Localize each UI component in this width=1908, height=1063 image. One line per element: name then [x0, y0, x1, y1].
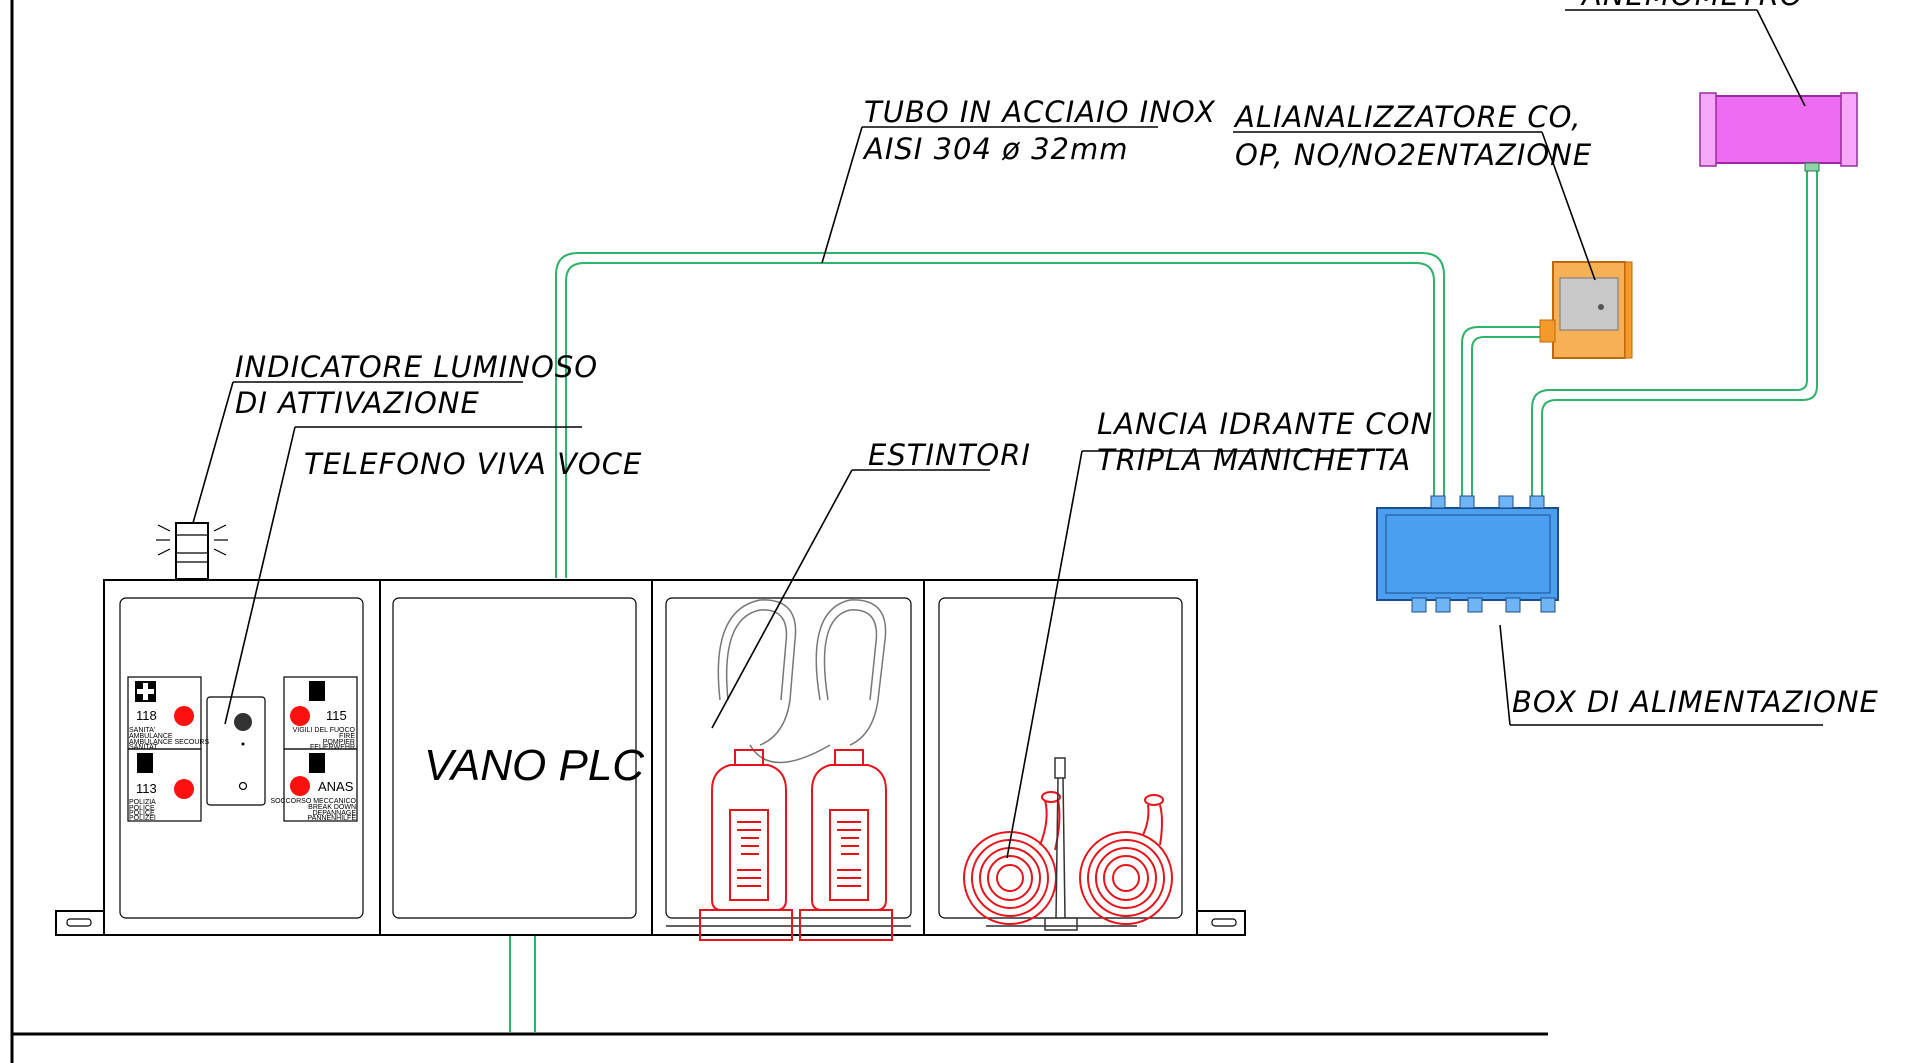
power-box — [1376, 495, 1559, 613]
button-113-number: 113 — [136, 781, 157, 796]
button-113-line: POLICE — [129, 810, 155, 817]
button-anas-line: SOCCORSO MECCANICO — [270, 798, 356, 805]
label-analizzatore-line2: OP, NO/NO2ENTAZIONE — [1235, 138, 1592, 172]
button-118-line: SANITA' — [129, 727, 155, 734]
extinguisher-right — [799, 749, 893, 941]
label-lancia-line2: TRIPLA MANICHETTA — [1097, 443, 1411, 477]
anemometer-device — [1699, 92, 1858, 172]
button-anas-line: PANNENHILFE — [308, 815, 357, 822]
emergency-call-panel: 118 SANITA' AMBULANCE AMBULANCE SECOURS … — [127, 676, 358, 822]
label-estintori: ESTINTORI — [868, 438, 1031, 472]
button-118-line: AMBULANCE — [129, 733, 173, 740]
label-analizzatore-line1: ALIANALIZZATORE CO, — [1233, 100, 1581, 134]
extinguisher-hoses — [717, 599, 887, 764]
button-anas-line: BREAK DOWN — [308, 804, 356, 811]
label-indicatore-line2: DI ATTIVAZIONE — [235, 386, 480, 420]
button-113-line: POLICE — [129, 805, 155, 812]
label-indicatore-line1: INDICATORE LUMINOSO — [235, 350, 598, 384]
button-118-number: 118 — [136, 708, 157, 723]
label-lancia-line1: LANCIA IDRANTE CON — [1097, 407, 1433, 441]
hose-reel-left — [963, 791, 1061, 925]
extinguisher-left — [699, 749, 793, 941]
label-box-alimentazione: BOX DI ALIMENTAZIONE — [1512, 685, 1879, 719]
button-anas-line: DEPANNAGE — [313, 810, 357, 817]
leader-lines — [192, 9, 1823, 859]
gas-analyzer-device — [1539, 261, 1633, 359]
label-telefono: TELEFONO VIVA VOCE — [304, 447, 642, 481]
label-tubo-line1: TUBO IN ACCIAIO INOX — [864, 95, 1216, 129]
hose-reel-right — [1079, 794, 1173, 925]
button-113-line: POLIZEI — [129, 815, 156, 822]
button-115-line: VIGILI DEL FUOCO — [293, 727, 356, 734]
label-tubo-line2: AISI 304 ø 32mm — [862, 132, 1129, 166]
button-anas-number: ANAS — [318, 779, 354, 794]
button-113-line: POLIZIA — [129, 799, 156, 806]
cabinet — [55, 579, 1246, 936]
drawing-frame — [10, 0, 1548, 1063]
button-118-line: AMBULANCE SECOURS — [129, 739, 209, 746]
button-115-line: FEUERWEHR — [310, 744, 355, 751]
button-115-line: POMPIER — [323, 739, 355, 746]
hydrant-nozzle — [1044, 757, 1078, 931]
button-115-line: FIRE — [339, 733, 355, 740]
fire-hose-reels — [963, 757, 1173, 931]
vano-plc-label: VANO PLC — [424, 741, 645, 790]
button-115-number: 115 — [326, 708, 347, 723]
label-anemometro: ANEMOMETRO — [1580, 0, 1804, 12]
button-118-line: SANITAT — [129, 744, 158, 751]
warning-beacon — [156, 522, 228, 580]
stainless-pipes — [509, 170, 1818, 1032]
